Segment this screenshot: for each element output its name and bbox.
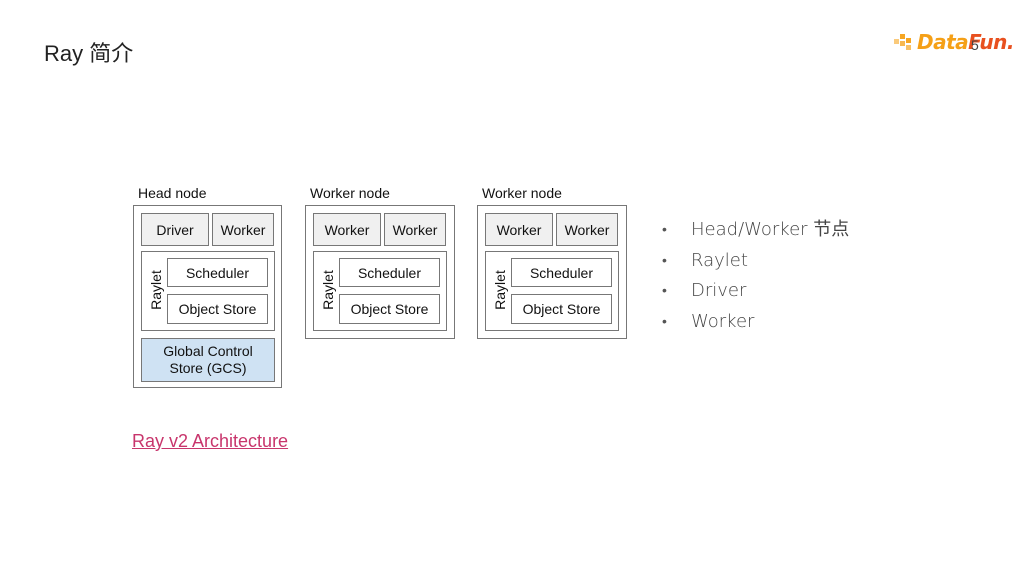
bullet-dot-icon: • [662, 222, 667, 238]
gcs-line-2: Store (GCS) [169, 360, 247, 376]
scheduler-box: Scheduler [339, 258, 440, 287]
list-item: •Head/Worker 节点 [662, 219, 850, 240]
logo-text: DataFun. [917, 30, 1014, 54]
raylet-label: Raylet [148, 270, 164, 310]
worker-box: Worker [384, 213, 446, 246]
worker-box: Worker [485, 213, 553, 246]
bullet-dot-icon: • [662, 313, 667, 330]
head-node-label: Head node [138, 185, 207, 201]
list-item: •Raylet [662, 249, 748, 271]
worker-box: Worker [313, 213, 381, 246]
worker-node-label: Worker node [310, 185, 390, 201]
worker-box: Worker [212, 213, 274, 246]
worker-node-label: Worker node [482, 185, 562, 201]
worker-box: Worker [556, 213, 618, 246]
scheduler-box: Scheduler [167, 258, 268, 287]
object-store-box: Object Store [167, 294, 268, 324]
bullet-dot-icon: • [662, 283, 667, 299]
object-store-box: Object Store [511, 294, 612, 324]
raylet-label: Raylet [320, 270, 336, 310]
pixel-dots-icon [894, 32, 914, 52]
architecture-link[interactable]: Ray v2 Architecture [132, 431, 289, 451]
gcs-line-1: Global Control [163, 343, 253, 359]
gcs-box: Global Control Store (GCS) [141, 338, 275, 382]
raylet-label: Raylet [492, 270, 508, 310]
bullet-list: •Head/Worker 节点 •Raylet •Driver •Worker [660, 218, 849, 340]
object-store-box: Object Store [339, 294, 440, 324]
driver-box: Driver [141, 213, 209, 246]
list-item: •Driver [662, 280, 747, 301]
slide-title: Ray 简介 [44, 41, 134, 66]
datafun-logo: DataFun. [894, 30, 1014, 54]
scheduler-box: Scheduler [511, 258, 612, 287]
page-number: 5 [971, 37, 979, 53]
bullet-dot-icon: • [662, 252, 667, 269]
list-item: •Worker [662, 310, 755, 332]
